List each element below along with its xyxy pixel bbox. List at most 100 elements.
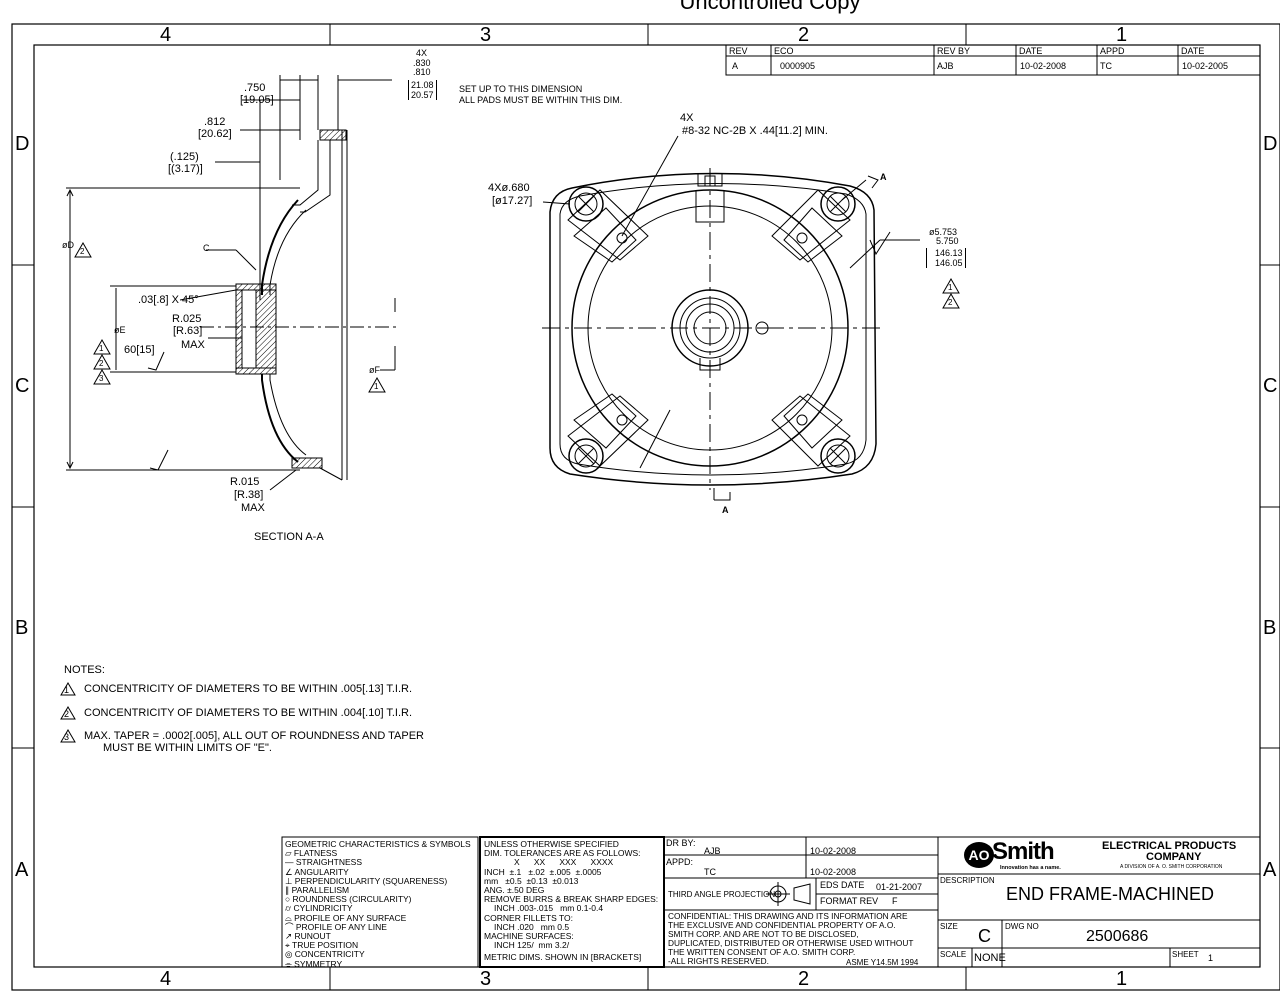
size-label: SIZE [940, 922, 958, 931]
note-flag-1-icon: 1 [60, 682, 76, 696]
format-rev-label: FORMAT REV [820, 896, 879, 906]
rev-cell-date: 10-02-2008 [1020, 61, 1067, 71]
chamfer-note: .03[.8] X 45° [138, 294, 199, 306]
zone-row-a-right: A [1263, 859, 1277, 881]
section-a-a-geometry [66, 75, 400, 491]
scale-value: NONE [974, 952, 1006, 964]
gc-item: ∠ ANGULARITY [285, 866, 349, 877]
dim-810: .810 [413, 67, 431, 77]
gc-item: ○ ROUNDNESS (CIRCULARITY) [285, 894, 412, 905]
radius-63: [R.63] [173, 325, 203, 337]
thread-note: #8-32 NC-2B X .44[11.2] MIN. [682, 125, 828, 137]
rev-header-appd: APPD [1100, 46, 1125, 56]
dim-125: (.125) [170, 151, 199, 163]
section-arrow-a-bottom: A [722, 505, 729, 515]
tolerance-block: UNLESS OTHERWISE SPECIFIED DIM. TOLERANC… [484, 839, 659, 963]
sheet-value: 1 [1208, 953, 1214, 963]
rev-header-date-2: DATE [1181, 46, 1205, 56]
third-angle-projection-icon [766, 882, 811, 906]
note-flag-2-icon: 2 [60, 706, 76, 720]
notes-heading: NOTES: [64, 664, 105, 676]
zone-row-c-left: C [15, 375, 30, 397]
zone-col-3-top: 3 [480, 24, 492, 46]
zone-col-1-top: 1 [1116, 24, 1128, 46]
format-rev-value: F [892, 896, 898, 906]
dia-5750: 5.750 [936, 236, 959, 246]
zone-col-4-bottom: 4 [160, 968, 172, 990]
dim-phi-e: øE [114, 325, 126, 335]
zone-row-c-right: C [1263, 375, 1278, 397]
zone-col-1-bottom: 1 [1116, 968, 1128, 990]
appd-label: APPD: [666, 857, 694, 867]
gc-item: ↗ RUNOUT [285, 931, 331, 942]
rev-cell-appd: TC [1100, 61, 1112, 71]
gc-item: ⌓ PROFILE OF ANY SURFACE [285, 912, 407, 923]
section-a-a-label: SECTION A-A [254, 531, 324, 543]
zone-row-b-left: B [15, 617, 29, 639]
zone-row-b-right: B [1263, 617, 1277, 639]
dim-317: [(3.17)] [168, 163, 203, 175]
title-block-grid [281, 836, 1261, 968]
gc-item: ◎ CONCENTRICITY [285, 949, 365, 960]
company-division: A DIVISION OF A. O. SMITH CORPORATION [1120, 864, 1223, 870]
gc-item: ∥ PARALLELISM [285, 885, 350, 896]
size-value: C [978, 926, 991, 946]
dr-by-value: AJB [704, 846, 721, 856]
dim-830: .830 [413, 58, 431, 68]
label-c: C [203, 243, 210, 253]
gc-item: ⌯ SYMMETRY [285, 958, 343, 969]
thread-4x: 4X [680, 112, 694, 124]
description-value: END FRAME-MACHINED [1006, 884, 1215, 904]
dim-2062: [20.62] [198, 128, 232, 140]
front-view-geometry [542, 135, 920, 501]
section-arrow-a-top: A [880, 172, 887, 182]
scale-label: SCALE [940, 950, 967, 959]
dr-by-date: 10-02-2008 [810, 846, 857, 856]
dim-1905: [19.05] [240, 94, 274, 106]
zone-col-2-top: 2 [798, 24, 810, 46]
zone-row-a-left: A [15, 859, 29, 881]
gc-heading: GEOMETRIC CHARACTERISTICS & SYMBOLS [285, 839, 471, 849]
dia-5753: ø5.753 [929, 227, 958, 237]
confidential-notice: CONFIDENTIAL: THIS DRAWING AND ITS INFOR… [668, 911, 914, 966]
gc-item: — STRAIGHTNESS [285, 857, 362, 868]
radius-015: R.015 [230, 476, 260, 488]
hole-4x: 4Xø.680 [488, 182, 530, 194]
rev-cell-eco: 0000905 [780, 61, 816, 71]
gc-item: ⌒ PROFILE OF ANY LINE [285, 921, 387, 932]
zone-row-d-left: D [15, 133, 30, 155]
hole-mm: [ø17.27] [492, 195, 533, 207]
setup-note-2: ALL PADS MUST BE WITHIN THIS DIM. [459, 95, 623, 105]
revision-table-grid [725, 44, 1261, 76]
rev-cell-rev-by: AJB [937, 61, 954, 71]
note-3-continued: MUST BE WITHIN LIMITS OF "E". [103, 742, 272, 754]
dr-by-label: DR BY: [666, 838, 696, 848]
gc-symbols-list: GEOMETRIC CHARACTERISTICS & SYMBOLS ⏥ FL… [285, 839, 471, 969]
dim-4x-pads: 4X [416, 48, 428, 58]
max-1: MAX [181, 339, 205, 351]
ao-smith-logo: AO Smith Innovation has a name. [964, 838, 1084, 874]
zone-col-3-bottom: 3 [480, 968, 492, 990]
appd-date: 10-02-2008 [810, 867, 857, 877]
projection-label: THIRD ANGLE PROJECTION [668, 890, 776, 899]
description-label: DESCRIPTION [940, 876, 995, 885]
rev-header-rev: REV [729, 46, 748, 56]
dwg-no-value: 2500686 [1086, 928, 1149, 945]
zone-col-2-bottom: 2 [798, 968, 810, 990]
company-name-2: COMPANY [1146, 851, 1202, 863]
dim-812: .812 [204, 116, 226, 128]
note-flag-3-icon: 3 [60, 729, 76, 743]
rev-header-date: DATE [1019, 46, 1043, 56]
eds-date-label: EDS DATE [820, 880, 865, 890]
dim-750: .750 [244, 82, 266, 94]
inner-border [33, 44, 1261, 968]
dia-14613: 146.13 [926, 248, 966, 258]
gc-item: ⏥ FLATNESS [285, 848, 338, 859]
radius-38: [R.38] [234, 489, 264, 501]
rev-header-rev-by: REV BY [937, 46, 971, 56]
dim-2057: 20.57 [408, 90, 437, 100]
gc-item: ⌖ TRUE POSITION [285, 940, 359, 951]
